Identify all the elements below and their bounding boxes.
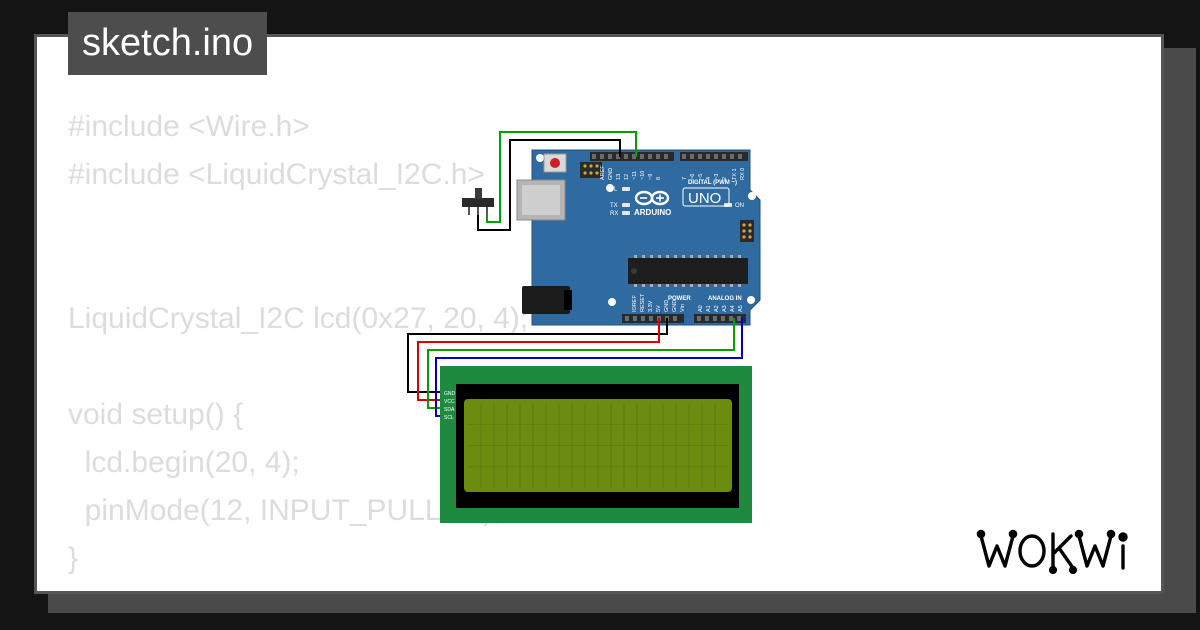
- pin-label: 8: [656, 177, 662, 180]
- switch-handle[interactable]: [475, 188, 482, 199]
- code-line: #include <LiquidCrystal_I2C.h>: [68, 158, 485, 191]
- led-tx: [622, 203, 630, 207]
- icsp-header: [580, 162, 602, 178]
- icsp-header-right: [740, 220, 754, 242]
- switch-lead: [477, 207, 479, 215]
- lcd-pin-label: SCL: [444, 415, 454, 421]
- switch-lead: [468, 207, 470, 215]
- pin-label: RX 0: [740, 168, 746, 180]
- pin-label: ~5: [698, 174, 704, 180]
- led-l: [622, 187, 630, 191]
- atmega-chip: [628, 255, 748, 287]
- led-rx: [622, 211, 630, 215]
- uno-label: UNO: [688, 190, 721, 207]
- lcd-pin-label: VCC: [444, 399, 455, 405]
- pin-label: A0: [698, 305, 704, 312]
- pin-label: AREF: [600, 165, 606, 180]
- led-label: ON: [735, 203, 744, 209]
- pin-label: A4: [730, 305, 736, 312]
- pin-label: 3.3V: [648, 300, 654, 312]
- arduino-uno[interactable]: AREF GND 13 12 ~11 ~10 ~9 8 7 ~6 ~5 4 ~3…: [516, 149, 761, 326]
- analog-label: ANALOG IN: [708, 296, 742, 302]
- pin-label: 2: [722, 177, 728, 180]
- slide-switch[interactable]: [462, 188, 494, 215]
- code-editor: #include <Wire.h> #include <LiquidCrystal…: [68, 103, 528, 583]
- lcd-character-grid: [468, 403, 728, 488]
- pin-label: GND: [608, 168, 614, 180]
- reset-button-cap[interactable]: [550, 158, 560, 168]
- pin-label: GND: [664, 300, 670, 312]
- mounting-hole: [608, 298, 616, 306]
- uno-box: [682, 187, 730, 207]
- pin-label: 13: [616, 174, 622, 180]
- power-jack-tip: [564, 290, 572, 310]
- lcd-pin-labels: GND VCC SDA SCL: [444, 391, 456, 421]
- pin-label: A5: [738, 305, 744, 312]
- power-jack: [522, 286, 570, 314]
- mounting-hole: [606, 184, 614, 192]
- arduino-infinity-icon: [634, 190, 670, 206]
- lcd-2004-i2c[interactable]: GND VCC SDA SCL: [440, 366, 752, 523]
- pin-label: ~11: [632, 171, 638, 180]
- wire-green-switch[interactable]: [486, 131, 637, 223]
- code-line: lcd.begin(20, 4);: [68, 446, 300, 479]
- led-label: RX: [610, 211, 618, 217]
- switch-wires: [477, 131, 637, 231]
- wire-red-vcc[interactable]: [417, 318, 660, 401]
- digital-header-pins: [592, 154, 742, 159]
- pin-label: ~10: [640, 171, 646, 180]
- pin-label: ~6: [690, 174, 696, 180]
- code-line: void setup() {: [68, 398, 244, 431]
- pin-label: 7: [682, 177, 688, 180]
- mounting-hole: [748, 192, 756, 200]
- usb-connector-inner: [522, 185, 560, 215]
- bottom-header-pins: [625, 316, 741, 321]
- mounting-hole: [747, 296, 755, 304]
- lcd-pin-label: GND: [444, 391, 456, 397]
- mounting-hole: [536, 154, 544, 162]
- pin-label: TX 1: [732, 168, 738, 180]
- pin-label: 5V: [656, 305, 662, 312]
- wire-black-switch[interactable]: [477, 139, 621, 231]
- code-line: #include <Wire.h>: [68, 110, 310, 143]
- lcd-wires: [407, 318, 743, 417]
- power-label: POWER: [668, 296, 691, 302]
- pin-label: ~3: [714, 174, 720, 180]
- pin-label: 4: [706, 177, 712, 180]
- led-label: TX: [610, 203, 618, 209]
- code-line: LiquidCrystal_I2C lcd(0x27, 20, 4);: [68, 302, 529, 335]
- board-leds: L TX RX ON: [610, 187, 744, 217]
- switch-lead: [486, 207, 488, 215]
- pin-label: Vin: [680, 304, 686, 312]
- bottom-pin-labels: IOREF RESET 3.3V 5V GND GND Vin A0 A1 A2…: [632, 293, 744, 312]
- top-pin-labels: AREF GND 13 12 ~11 ~10 ~9 8 7 ~6 ~5 4 ~3…: [600, 165, 746, 180]
- wire-green-sda[interactable]: [427, 318, 735, 409]
- pin-label: A2: [714, 305, 720, 312]
- pin-label: RESET: [640, 293, 646, 312]
- lcd-pin-label: SDA: [444, 407, 455, 413]
- pin-label: A3: [722, 305, 728, 312]
- wire-blue-scl[interactable]: [435, 318, 743, 417]
- analog-header: [694, 314, 746, 323]
- pin-label: 12: [624, 174, 630, 180]
- pin-label: GND: [672, 300, 678, 312]
- code-line: }: [68, 542, 79, 575]
- pin-label: A1: [706, 305, 712, 312]
- pin-label: ~9: [648, 174, 654, 180]
- digital-label: DIGITAL (PWM ~): [688, 180, 737, 186]
- switch-body: [462, 198, 494, 207]
- wokwi-logo: [976, 529, 1128, 575]
- file-tab[interactable]: sketch.ino: [68, 12, 268, 75]
- arduino-brand: ARDUINO: [634, 208, 671, 217]
- led-label: L: [614, 187, 618, 193]
- pin-label: IOREF: [632, 295, 638, 312]
